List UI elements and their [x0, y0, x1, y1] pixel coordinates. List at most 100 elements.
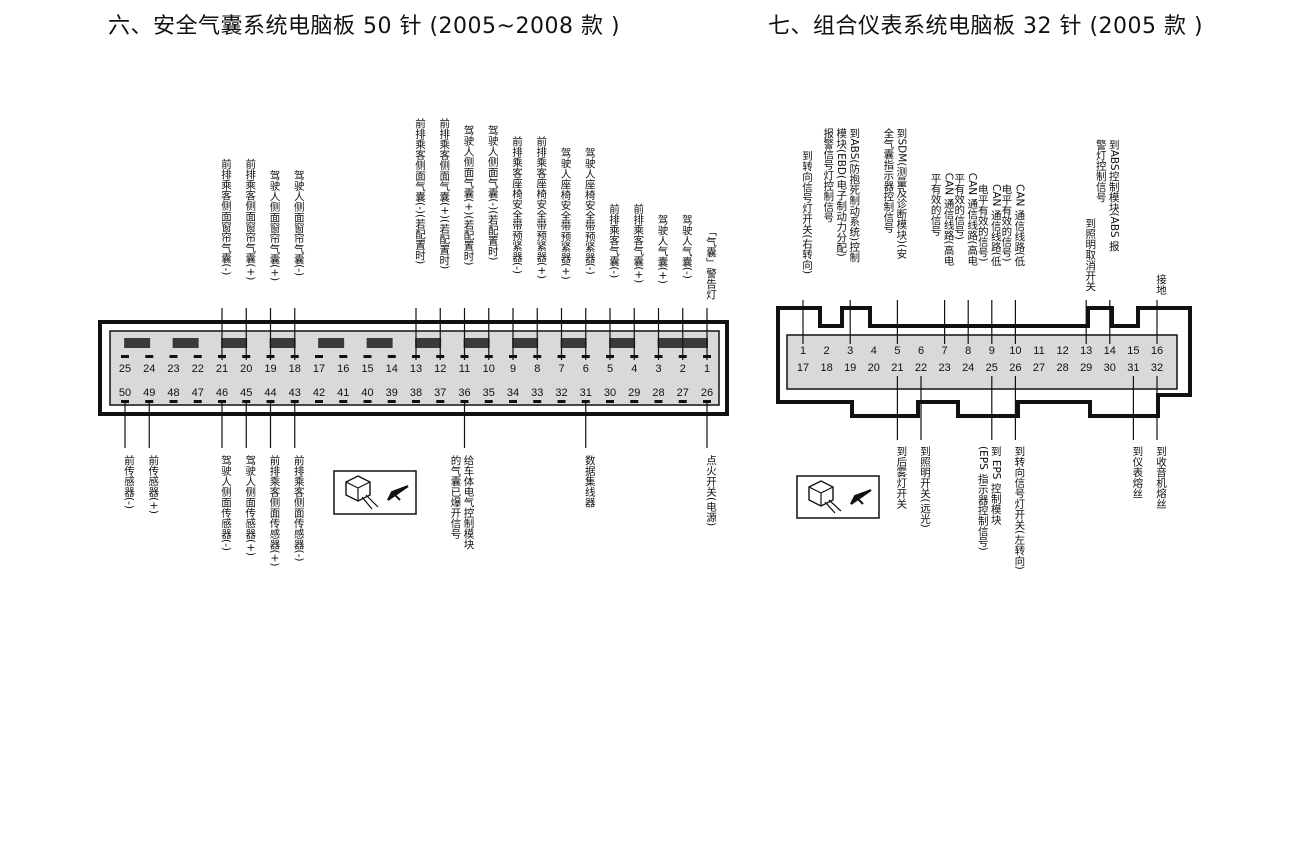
- pin-contact: [606, 400, 614, 403]
- pin-number: 4: [871, 345, 877, 357]
- pin-number: 31: [580, 387, 592, 399]
- pin-number: 6: [583, 363, 589, 375]
- pin-43-label: 前排乘客侧面传感器(-): [293, 454, 305, 561]
- pin-number: 26: [701, 387, 713, 399]
- pin-contact: [169, 355, 178, 358]
- pin-contact: [339, 355, 348, 358]
- pin-number: 10: [483, 363, 495, 375]
- pin-contact: [363, 355, 372, 358]
- pin-25-label: (EPS 指示器控制信号): [977, 446, 989, 551]
- pin-number: 44: [264, 387, 276, 399]
- connector-key-block: [124, 338, 151, 348]
- pin-36-label: 的气囊已爆开信号: [450, 454, 462, 540]
- pin-number: 45: [240, 387, 252, 399]
- pin-number: 1: [704, 363, 710, 375]
- pin-contact: [387, 355, 396, 358]
- pin-number: 7: [558, 363, 564, 375]
- pin-number: 21: [891, 362, 903, 374]
- pin-contact: [678, 400, 687, 403]
- left-diagram-title: 六、安全气囊系统电脑板 50 针 (2005~2008 款 ): [108, 14, 621, 39]
- pin-number: 3: [655, 363, 661, 375]
- pin-22-label: 到照明开关(远光): [919, 446, 931, 528]
- pin-number: 10: [1009, 345, 1021, 357]
- pin-14-label: 到ABS控制模块(ABS 报: [1108, 139, 1120, 252]
- pin-6-label: 驾驶人座椅安全带预紧器(-): [584, 147, 596, 274]
- connector-key-block: [560, 338, 587, 348]
- pin-number: 29: [628, 387, 640, 399]
- pin-number: 13: [410, 363, 422, 375]
- pin-10-label: CAN 通信线路(低: [1013, 184, 1025, 267]
- pin-number: 14: [386, 363, 398, 375]
- pin-number: 35: [483, 387, 495, 399]
- pin-1-label: 「气囊」警告灯: [705, 226, 717, 300]
- pin-49-label: 前传感器(+): [147, 454, 159, 514]
- pin-number: 14: [1104, 345, 1116, 357]
- connector-key-block: [172, 338, 199, 348]
- pin-21-label: 前排乘客侧面窗帘气囊(-): [220, 158, 232, 276]
- pin-2-label: 驾驶人气囊(-): [681, 214, 693, 278]
- pin-number: 18: [289, 363, 301, 375]
- pin-number: 46: [216, 387, 228, 399]
- pin-number: 27: [677, 387, 689, 399]
- pin-10-label: 驾驶人侧面气囊(-)(若配置时): [487, 125, 499, 261]
- pin-number: 42: [313, 387, 325, 399]
- pin-number: 12: [434, 363, 446, 375]
- pin-7-label: 平有效的信号: [930, 173, 942, 237]
- pin-number: 33: [531, 387, 543, 399]
- pin-number: 38: [410, 387, 422, 399]
- pin-21-label: 到后雾灯开关: [895, 446, 907, 510]
- connector-key-block: [221, 338, 248, 348]
- pin-5-label: 全气囊指示器控制信号: [882, 127, 894, 234]
- pin-number: 25: [986, 362, 998, 374]
- pin-number: 29: [1080, 362, 1092, 374]
- pin-number: 6: [918, 345, 924, 357]
- pin-44-label: 前排乘客侧面传感器(+): [269, 454, 281, 566]
- pin-number: 25: [119, 363, 131, 375]
- pin-number: 17: [313, 363, 325, 375]
- pin-number: 22: [192, 363, 204, 375]
- pin-contact: [484, 400, 493, 403]
- pin-5-label: 前排乘客气囊(-): [608, 202, 620, 278]
- pin-number: 26: [1009, 362, 1021, 374]
- pin-number: 12: [1056, 345, 1068, 357]
- pin-contact: [121, 355, 129, 358]
- pin-contact: [557, 400, 566, 403]
- connector-key-block: [318, 338, 345, 348]
- pin-number: 15: [1127, 345, 1139, 357]
- pin-number: 41: [337, 387, 349, 399]
- pin-number: 32: [555, 387, 567, 399]
- pin-number: 49: [143, 387, 155, 399]
- pin-contact: [169, 400, 178, 403]
- pin-number: 9: [510, 363, 516, 375]
- pin-5-label: 到SDM(测量及诊断模块)(安: [895, 128, 907, 259]
- pin-number: 30: [1104, 362, 1116, 374]
- pin-contact: [509, 400, 517, 403]
- connector-key-block: [463, 338, 490, 348]
- pin-36-label: 给车体电气控制模块: [463, 454, 475, 550]
- pin-number: 15: [361, 363, 373, 375]
- pin-number: 36: [458, 387, 470, 399]
- right-connector-view-icon: [796, 475, 880, 519]
- pin-number: 18: [820, 362, 832, 374]
- pin-number: 16: [337, 363, 349, 375]
- connector-key-block: [657, 338, 684, 348]
- pin-number: 5: [894, 345, 900, 357]
- pin-contact: [363, 400, 372, 403]
- pin-11-label: 驾驶人侧面气囊(+)(若配置时): [463, 125, 475, 266]
- right-diagram-title: 七、组合仪表系统电脑板 32 针 (2005 款 ): [768, 14, 1204, 39]
- pin-31-label: 数据集线器: [584, 454, 596, 508]
- pin-number: 39: [386, 387, 398, 399]
- connector-key-block: [512, 338, 539, 348]
- pin-number: 8: [534, 363, 540, 375]
- pin-contact: [436, 400, 445, 403]
- pin-number: 24: [143, 363, 155, 375]
- pin-3-label: 驾驶人气囊(+): [657, 214, 669, 284]
- pin-contact: [412, 400, 420, 403]
- pin-contact: [339, 400, 348, 403]
- pin-number: 30: [604, 387, 616, 399]
- pin-number: 8: [965, 345, 971, 357]
- pin-contact: [387, 400, 396, 403]
- pin-4-label: 前排乘客气囊(+): [632, 202, 644, 283]
